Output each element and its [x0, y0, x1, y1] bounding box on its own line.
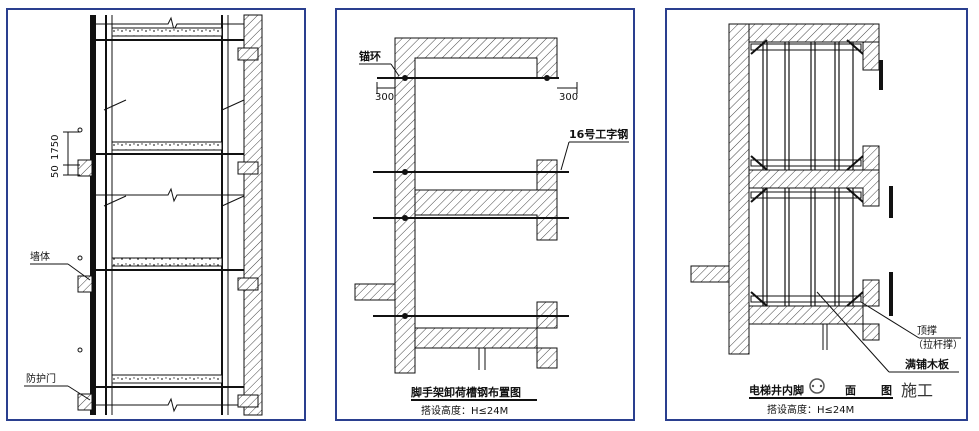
- vertical-boards-upper: [762, 42, 854, 170]
- full-board-label: 满铺木板: [905, 357, 950, 371]
- caption-mid: 面: [845, 384, 856, 397]
- right-wall: [243, 14, 263, 416]
- top-brace-label: 顶撑: [917, 324, 937, 337]
- scaffold-elevation-drawing: 50 1750 墙体 防护门: [24, 14, 263, 416]
- scaffold-elevation-panel: 50 1750 墙体 防护门: [6, 8, 306, 421]
- shaft-left-wall: [728, 23, 750, 355]
- unloading-channel-drawing: 300 300 锚环 16号工字钢 脚手架卸荷槽钢布置图 搭设高度：H≤24M: [354, 37, 629, 417]
- dim-label-1750: 1750: [50, 135, 61, 160]
- subcaption: 搭设高度：H≤24M: [767, 403, 854, 416]
- board-level-2: [96, 141, 244, 155]
- vertical-boards-lower: [762, 188, 854, 306]
- board-level-4: [96, 374, 244, 388]
- top-brace-note: （拉杆撑）: [913, 338, 963, 351]
- dim-right-label: 300: [559, 92, 578, 103]
- watermark: 施工: [809, 378, 933, 400]
- board-level-3: [96, 257, 244, 271]
- left-wall: [394, 77, 416, 374]
- guard-door-label: 防护门: [26, 372, 56, 385]
- wechat-icon: [809, 378, 825, 394]
- subcaption: 搭设高度：H≤24M: [421, 404, 508, 417]
- anchor-ring-label: 锚环: [359, 49, 381, 63]
- unloading-channel-panel: 300 300 锚环 16号工字钢 脚手架卸荷槽钢布置图 搭设高度：H≤24M: [335, 8, 635, 421]
- caption-end: 图: [881, 384, 892, 397]
- i-beam-label: 16号工字钢: [569, 127, 628, 141]
- dim-left-label: 300: [375, 92, 394, 103]
- wall-label: 墙体: [30, 250, 50, 263]
- board-level-1: [96, 27, 244, 41]
- caption-start: 电梯井内脚: [749, 383, 804, 397]
- elevator-shaft-drawing: 顶撑 （拉杆撑） 满铺木板 电梯井内脚 面 图 搭设高度：H≤24M 施工: [690, 23, 963, 416]
- elevator-shaft-panel: 顶撑 （拉杆撑） 满铺木板 电梯井内脚 面 图 搭设高度：H≤24M 施工: [665, 8, 968, 421]
- dim-label-50: 50: [50, 165, 61, 178]
- watermark-text: 施工: [901, 381, 933, 400]
- caption: 脚手架卸荷槽钢布置图: [411, 385, 521, 399]
- left-wall: [90, 15, 96, 415]
